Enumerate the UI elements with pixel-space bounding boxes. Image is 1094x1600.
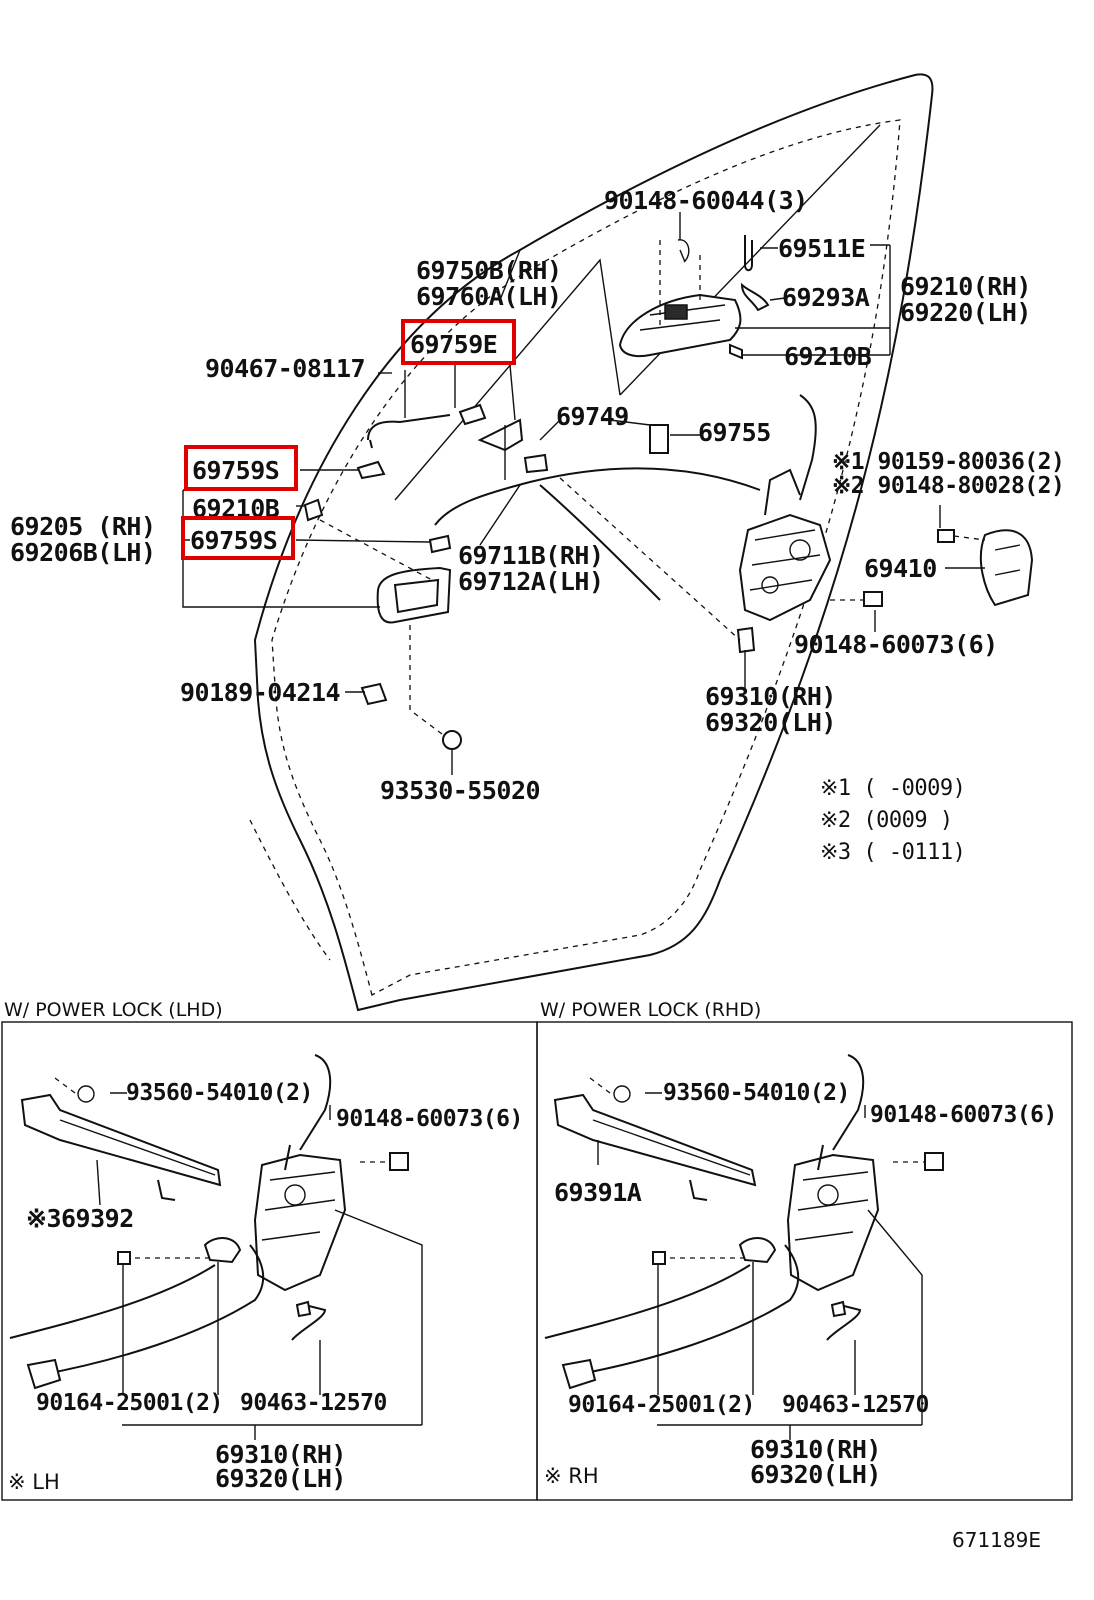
label-90148-80028: ※2 90148-80028(2) bbox=[832, 473, 1065, 499]
label-90148-60073: 90148-60073(6) bbox=[794, 630, 998, 659]
label-93530-55020: 93530-55020 bbox=[380, 776, 541, 805]
label-69210b-top: 69210B bbox=[784, 342, 872, 371]
label-69711b: 69711B(RH) bbox=[458, 541, 604, 570]
label-69310-rh: 69310(RH) bbox=[705, 682, 836, 711]
rhd-label-69310: 69310(RH) bbox=[750, 1435, 881, 1464]
diagram-code: 671189E bbox=[952, 1528, 1041, 1552]
label-69210-rh: 69210(RH) bbox=[900, 272, 1031, 301]
label-90159-80036: ※1 90159-80036(2) bbox=[832, 449, 1065, 475]
label-69750b: 69750B(RH) bbox=[416, 256, 562, 285]
label-69759s-lower: 69759S bbox=[190, 526, 278, 555]
note-3: ※3 ( -0111) bbox=[820, 840, 966, 865]
outside-handle bbox=[618, 235, 770, 360]
inside-handle bbox=[360, 566, 462, 750]
label-90467-08117: 90467-08117 bbox=[205, 354, 366, 383]
rhd-section-title: W/ POWER LOCK (RHD) bbox=[540, 999, 762, 1021]
lhd-label-90148-60073: 90148-60073(6) bbox=[336, 1106, 523, 1132]
lhd-label-69310: 69310(RH) bbox=[215, 1440, 346, 1469]
highlight-69759s-lower bbox=[181, 516, 295, 560]
rhd-label-69320: 69320(LH) bbox=[750, 1460, 881, 1489]
label-69759s-upper: 69759S bbox=[192, 456, 280, 485]
rods-and-levers bbox=[303, 394, 817, 601]
highlight-69759s-upper bbox=[184, 445, 298, 491]
lhd-label-69320: 69320(LH) bbox=[215, 1464, 346, 1493]
label-90148-60044: 90148-60044(3) bbox=[604, 186, 808, 215]
label-69205: 69205 (RH) bbox=[10, 512, 156, 541]
label-69760a: 69760A(LH) bbox=[416, 282, 562, 311]
rhd-label-69391a: 69391A bbox=[554, 1178, 642, 1207]
highlight-69759e bbox=[401, 319, 516, 365]
lhd-label-69392: ※369392 bbox=[26, 1204, 134, 1233]
lhd-corner-note: ※ LH bbox=[8, 1470, 60, 1494]
label-69220-lh: 69220(LH) bbox=[900, 298, 1031, 327]
rhd-corner-note: ※ RH bbox=[544, 1464, 599, 1488]
label-69410: 69410 bbox=[864, 554, 937, 583]
leader-lines bbox=[182, 212, 985, 775]
label-69320-lh: 69320(LH) bbox=[705, 708, 836, 737]
label-90189-04214: 90189-04214 bbox=[180, 678, 341, 707]
label-69749: 69749 bbox=[556, 402, 629, 431]
door-outline bbox=[249, 73, 934, 1012]
label-69755: 69755 bbox=[698, 418, 771, 447]
lhd-section-title: W/ POWER LOCK (LHD) bbox=[4, 999, 223, 1021]
rhd-label-93560-54010: 93560-54010(2) bbox=[663, 1080, 850, 1106]
note-2: ※2 (0009 ) bbox=[820, 808, 953, 833]
lhd-panel bbox=[1, 1021, 538, 1501]
rhd-label-90164-25001: 90164-25001(2) bbox=[568, 1392, 755, 1418]
lhd-label-93560-54010: 93560-54010(2) bbox=[126, 1080, 313, 1106]
rhd-label-90463-12570: 90463-12570 bbox=[782, 1392, 929, 1418]
rhd-panel bbox=[536, 1021, 1073, 1501]
lhd-label-90463-12570: 90463-12570 bbox=[240, 1390, 387, 1416]
label-69511e: 69511E bbox=[778, 234, 866, 263]
label-69293a: 69293A bbox=[782, 283, 870, 312]
label-69759e: 69759E bbox=[410, 330, 498, 359]
note-1: ※1 ( -0009) bbox=[820, 776, 966, 801]
door-lock-assembly bbox=[736, 468, 1034, 690]
label-69712a: 69712A(LH) bbox=[458, 567, 604, 596]
label-69206b: 69206B(LH) bbox=[10, 538, 156, 567]
rhd-label-90148-60073: 90148-60073(6) bbox=[870, 1102, 1057, 1128]
lhd-label-90164-25001: 90164-25001(2) bbox=[36, 1390, 223, 1416]
